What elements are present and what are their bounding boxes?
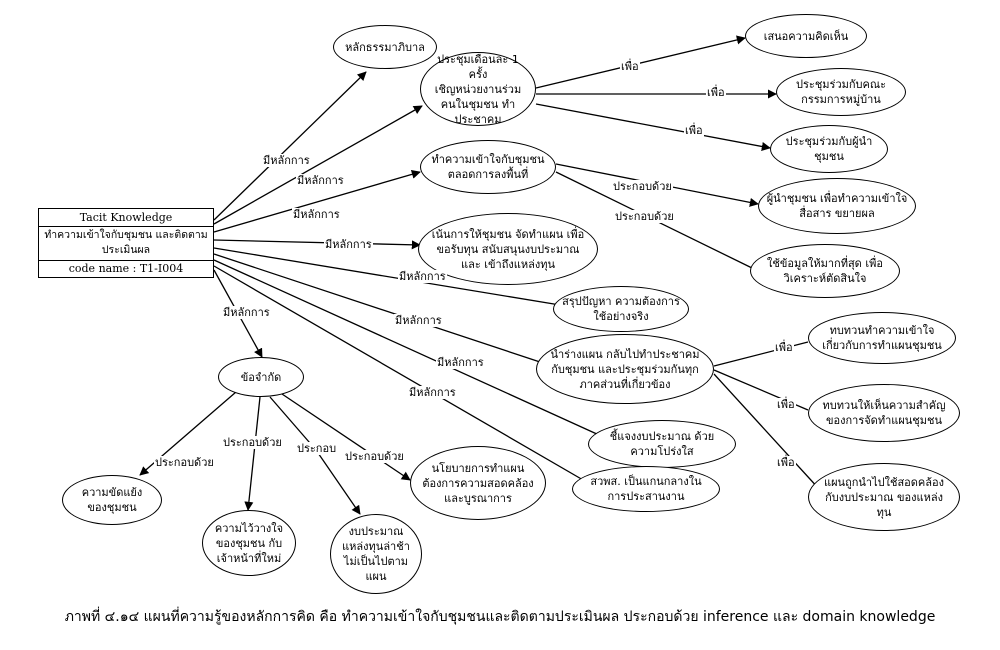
node-data: ใช้ข้อมูลให้มากที่สุด เพื่อ วิเคราะห์ตัด… [750,244,900,298]
node-limit: ข้อจำกัด [218,357,304,397]
node-committee: ประชุมร่วมกับคณะ กรรมการหมู่บ้าน [776,68,906,116]
edge-label-principle: มีหลักการ [222,306,271,319]
edge-label-principle: มีหลักการ [398,270,447,283]
edge-label-for: เพื่อ [620,60,640,73]
node-budget-late: งบประมาณ แหล่งทุนล่าช้า ไม่เป็นไปตาม แผน [330,514,422,594]
connector-line [244,396,261,511]
figure-caption: ภาพที่ ๔.๑๔ แผนที่ความรู้ของหลักการคิด ค… [64,609,936,625]
node-trust: ความไว้วางใจ ของชุมชน กับ เจ้าหน้าที่ใหม… [202,510,296,576]
edge-label-principle: มีหลักการ [324,238,373,251]
connector-line [213,71,367,221]
connector-line [213,247,561,306]
connector-line [213,259,611,441]
node-leader-meet: ประชุมร่วมกับผู้นำ ชุมชน [770,125,888,173]
node-understand: ทำความเข้าใจกับชุมชน ตลอดการลงพื้นที่ [420,140,556,194]
edge-label-for: เพื่อ [774,341,794,354]
edge-label-principle: มีหลักการ [296,174,345,187]
node-explain: ชี้แจงงบประมาณ ด้วย ความโปร่งใส [588,420,736,468]
node-review1: ทบทวนทำความเข้าใจ เกี่ยวกับการทำแผนชุมชน [808,312,956,364]
connector-line [713,341,809,367]
edge-label-principle: มีหลักการ [408,386,457,399]
connector-line [535,35,746,89]
edge-label-consists-of: ประกอบด้วย [222,436,283,449]
node-tammaphiban: หลักธรรมาภิบาล [333,25,437,69]
node-leader-comm: ผู้นำชุมชน เพื่อทำความเข้าใจ สื่อสาร ขยา… [758,178,916,234]
edge-label-consists-of: ประกอบด้วย [612,180,673,193]
edge-label-principle: มีหลักการ [436,356,485,369]
connector-line [535,103,771,151]
edge-label-consists-of: ประกอบด้วย [614,210,675,223]
connector-line [269,396,317,451]
node-meeting: ประชุมเดือนละ 1 ครั้ง เชิญหน่วยงานร่วม ค… [420,52,536,126]
edge-label-for: เพื่อ [776,456,796,469]
connector-line [281,393,411,481]
edge-label-for: เพื่อ [684,124,704,137]
node-review2: ทบทวนให้เห็นความสำคัญ ของการจัดทำแผนชุมช… [808,384,960,442]
edge-label-principle: มีหลักการ [262,154,311,167]
node-summary: สรุปปัญหา ความต้องการ ใช้อย่างจริง [553,286,689,332]
edge-label-consists-of: ประกอบด้วย [344,450,405,463]
node-budget-use: แผนถูกนำไปใช้สอดคล้อง กับงบประมาณ ของแหล… [808,463,960,531]
edge-label-consists-of: ประกอบ [296,442,338,455]
node-conflict: ความขัดแย้ง ของชุมชน [62,475,162,525]
node-policy: นโยบายการทำแผน ต้องการความสอดคล้อง และบู… [410,446,546,520]
connector-line [213,253,541,363]
root-body: ทำความเข้าใจกับชุมชน และติดตามประเมินผล [39,227,213,261]
edge-label-principle: มีหลักการ [292,208,341,221]
root-concept-box: Tacit Knowledge ทำความเข้าใจกับชุมชน และ… [38,208,214,278]
connector-line [315,449,361,515]
root-code: code name : T1-I004 [68,262,184,275]
edge-label-consists-of: ประกอบด้วย [154,456,215,469]
node-opinion: เสนอความคิดเห็น [745,14,867,58]
edge-label-for: เพื่อ [776,398,796,411]
connector-line [213,265,591,485]
edge-label-principle: มีหลักการ [394,314,443,327]
edge-label-for: เพื่อ [706,86,726,99]
node-swps: สวพส. เป็นแกนกลางใน การประสานงาน [572,466,720,512]
connector-line [213,239,421,250]
connector-line [713,373,821,491]
node-focus: เน้นการให้ชุมชน จัดทำแผน เพื่อ ขอรับทุน … [418,213,598,285]
root-title: Tacit Knowledge [39,209,213,227]
node-draft: นำร่างแผน กลับไปทำประชาคม กับชุมชน และปร… [536,334,714,404]
connector-line [213,169,421,233]
connector-line [213,105,423,225]
